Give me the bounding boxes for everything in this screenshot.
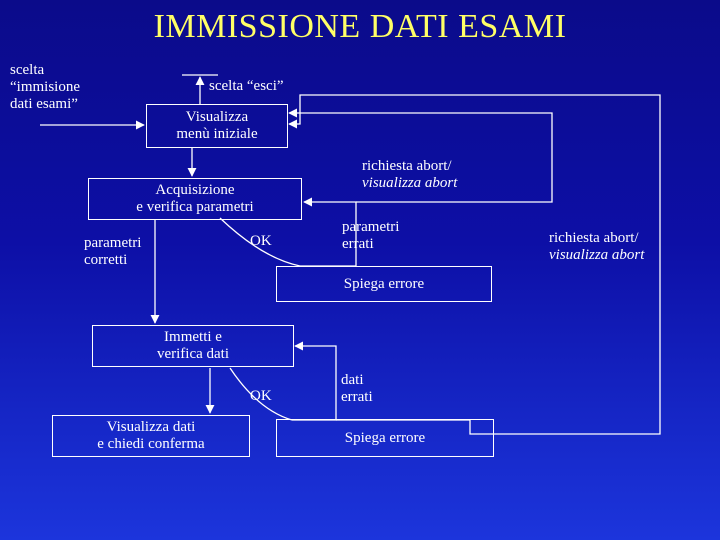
spiega-errore-1-label: Spiega errore (343, 275, 425, 292)
abort-top-loop (288, 108, 553, 203)
parametri-corretti-label: parametri corretti (84, 235, 141, 269)
dati-errati-line1: dati (341, 372, 364, 388)
immetti-to-errore2-curve (229, 367, 293, 421)
box-acquisizione: Acquisizione e verifica parametri (88, 178, 302, 220)
abort-right-label: richiesta abort/ visualizza abort (549, 230, 644, 264)
abort-top-label: richiesta abort/ visualizza abort (362, 158, 457, 192)
parametri-corretti-line1: parametri (84, 235, 142, 251)
abort-right-loop (288, 94, 661, 435)
visualizza-menu-line2: menù iniziale (176, 126, 258, 142)
parametri-corretti-line2: corretti (84, 252, 128, 268)
spiega-errore-2-label: Spiega errore (344, 429, 426, 446)
abort-top-line2: visualizza abort (362, 175, 458, 191)
scelta-immissione-line1: scelta (10, 62, 45, 78)
abort-right-line1: richiesta abort/ (549, 230, 639, 246)
page-title: IMMISSIONE DATI ESAMI (153, 8, 567, 45)
box-spiega-errore-2: Spiega errore (276, 419, 494, 457)
dati-errati-line2: errati (341, 389, 373, 405)
scelta-immissione-line3: dati esami” (10, 96, 78, 112)
immetti-line2: verifica dati (156, 346, 230, 362)
acq-to-errore1-curve (219, 217, 301, 267)
scelta-esci-label: scelta “esci” (209, 78, 284, 94)
box-visualizza-menu: Visualizza menù iniziale (146, 104, 288, 148)
parametri-errati-line2: errati (342, 236, 374, 252)
abort-right-line2: visualizza abort (549, 247, 645, 263)
visualizza-menu-line1: Visualizza (185, 109, 249, 125)
visualizza-dati-line1: Visualizza dati (106, 419, 196, 435)
box-immetti: Immetti e verifica dati (92, 325, 294, 367)
acquisizione-line1: Acquisizione (155, 182, 235, 198)
visualizza-dati-line2: e chiedi conferma (97, 436, 205, 452)
parametri-errati-line1: parametri (342, 219, 400, 235)
parametri-errati-label: parametri errati (342, 219, 399, 253)
box-spiega-errore-1: Spiega errore (276, 266, 492, 302)
abort-top-line1: richiesta abort/ (362, 158, 452, 174)
box-visualizza-dati: Visualizza dati e chiedi conferma (52, 415, 250, 457)
acquisizione-line2: e verifica parametri (136, 199, 254, 215)
immetti-line1: Immetti e (164, 329, 222, 345)
scelta-immissione-line2: “immisione (10, 79, 80, 95)
ok-label-2: OK (250, 388, 272, 404)
ok-label-1: OK (250, 233, 272, 249)
errore2-to-immetti-arrow (292, 341, 337, 421)
dati-errati-label: dati errati (341, 372, 373, 406)
scelta-immissione-label: scelta “immisione dati esami” (10, 62, 80, 113)
